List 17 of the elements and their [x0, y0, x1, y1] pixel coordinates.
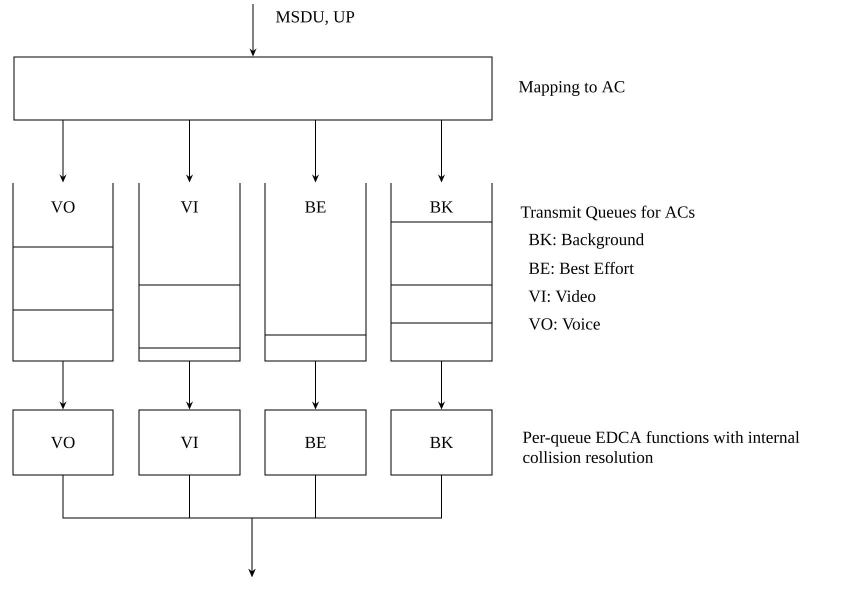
function-box: BK: [390, 410, 492, 476]
queue: BE: [264, 182, 366, 362]
edge-label: MSDU, UP: [276, 11, 354, 25]
queue: VO: [12, 182, 114, 362]
note: VO: Voice: [528, 318, 600, 330]
note: Transmit Queues for ACs: [520, 206, 694, 220]
function-box: BE: [264, 410, 366, 476]
note: BK: Background: [529, 233, 644, 249]
mapping-box: [14, 56, 492, 120]
queue: VI: [138, 182, 240, 362]
function-box: VI: [138, 410, 240, 476]
note: BE: Best Effort: [529, 262, 634, 274]
queue: BK: [390, 182, 492, 362]
note: VI: Video: [528, 290, 596, 302]
function-box: VO: [12, 410, 114, 476]
side-label: Mapping to AC: [519, 81, 624, 96]
note: Per-queue EDCA functions with internal collision resolution: [523, 430, 800, 464]
